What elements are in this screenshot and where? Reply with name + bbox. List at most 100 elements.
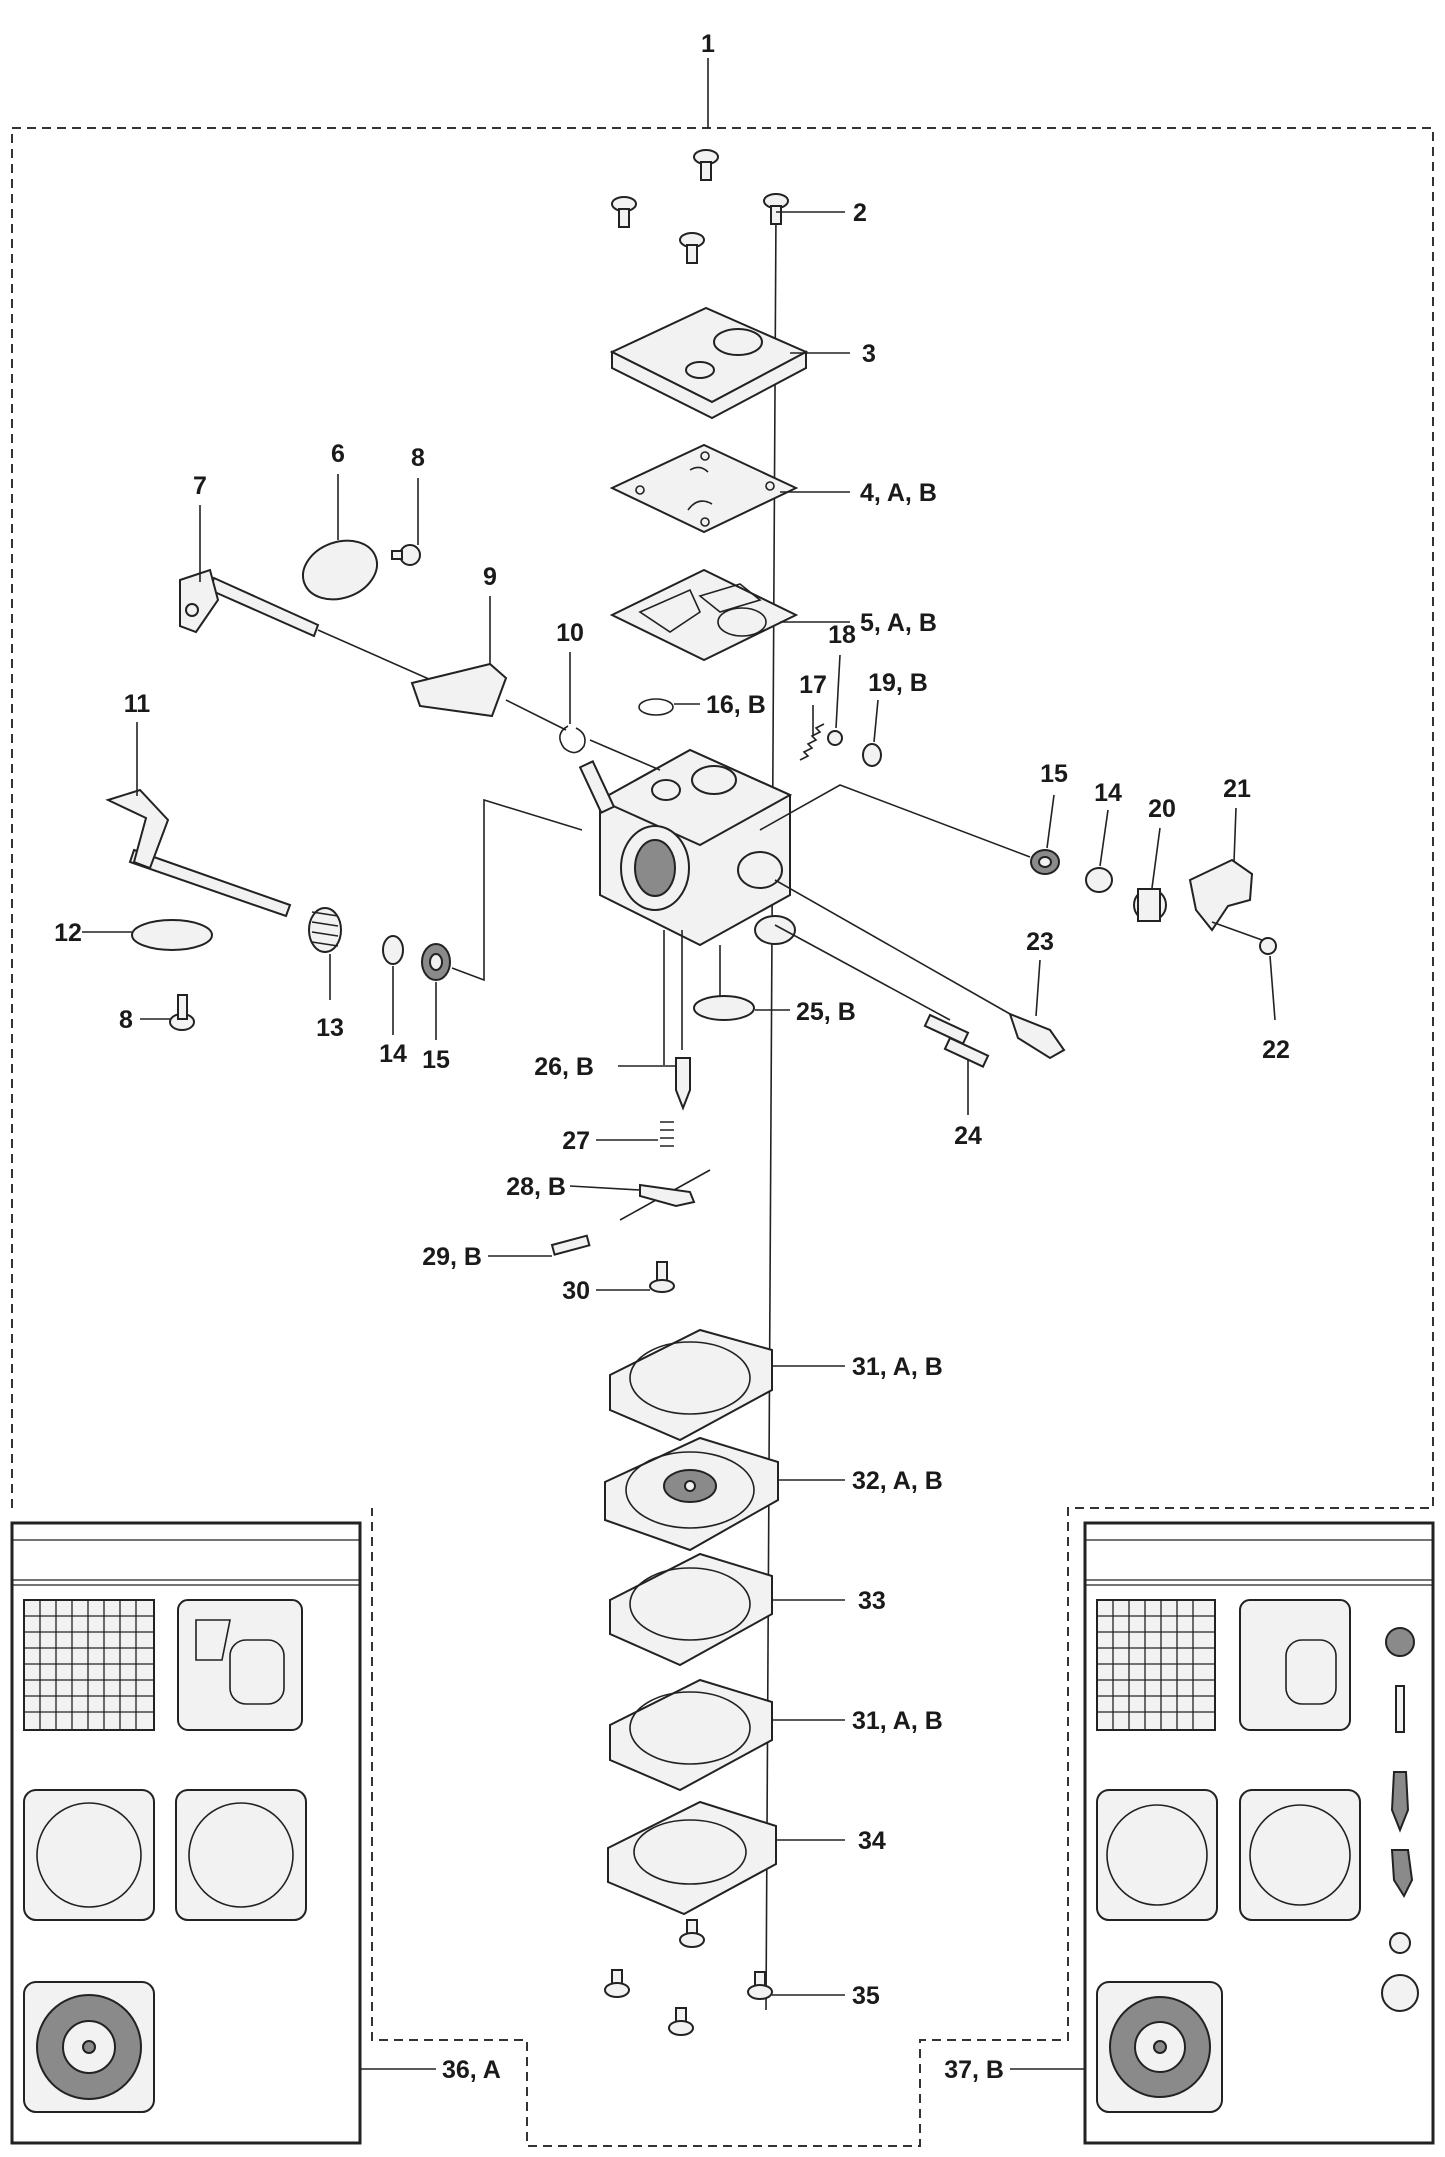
kit-box-a (10, 1521, 362, 2145)
plug-screw (1008, 1012, 1066, 1060)
callout-28: 28, B (506, 1173, 566, 1201)
pump-diaphragm (609, 443, 799, 534)
callout-8-lower: 8 (119, 1006, 133, 1034)
callout-13: 13 (316, 1014, 344, 1042)
washer-left (382, 935, 404, 965)
callout-35: 35 (852, 1982, 880, 2010)
callout-26: 26, B (534, 1053, 594, 1081)
callout-23: 23 (1026, 928, 1054, 956)
callout-15-right: 15 (1040, 760, 1068, 788)
callout-3: 3 (862, 340, 876, 368)
screw-bottom-4 (668, 2007, 694, 2036)
callout-32: 32, A, B (852, 1467, 943, 1495)
sleeve (1133, 888, 1167, 922)
inlet-needle (675, 1057, 691, 1111)
adjusting-needles (923, 1013, 990, 1068)
gasket-33 (609, 1552, 773, 1667)
callout-29: 29, B (422, 1243, 482, 1271)
kit-b-diaphragm-mesh (1096, 1599, 1216, 1731)
callout-8-upper: 8 (411, 444, 425, 472)
leader-18 (835, 654, 841, 729)
callout-9: 9 (483, 563, 497, 591)
callout-11: 11 (124, 690, 151, 718)
callout-25: 25, B (796, 998, 856, 1026)
kit-b-gasket-left (1096, 1789, 1218, 1921)
gasket-31-upper (609, 1328, 773, 1442)
leader-23 (1035, 959, 1041, 1017)
kit-a-pump-gasket (177, 1599, 303, 1731)
callout-30: 30 (562, 1277, 590, 1305)
return-spring (308, 907, 342, 953)
callout-31-lower: 31, A, B (852, 1707, 943, 1735)
kit-a-gasket-right (175, 1789, 307, 1921)
torsion-spring (559, 725, 586, 754)
screw-bottom-3 (747, 1971, 773, 2000)
kit-b-disc-small (1389, 1932, 1411, 1954)
bushing-left (421, 943, 451, 981)
lever-arm (1188, 858, 1254, 932)
leader-15-left-axis (451, 798, 583, 982)
check-ball (827, 730, 843, 746)
throttle-lever (410, 662, 508, 718)
leader-24-axis (774, 924, 951, 1021)
screw-top-3 (679, 232, 705, 264)
callout-22: 22 (1262, 1036, 1290, 1064)
small-screw (1259, 937, 1277, 955)
screw-top-1 (693, 149, 719, 181)
kit-a-metering-diaphragm (23, 1981, 155, 2113)
screw-bottom-1 (679, 1919, 705, 1948)
callout-19: 19, B (868, 669, 928, 697)
callout-17: 17 (799, 671, 827, 699)
callout-10: 10 (556, 619, 584, 647)
callout-37: 37, B (944, 2056, 1004, 2084)
needle-spring (799, 723, 825, 761)
leader-23-axis (774, 879, 1011, 1015)
kit-b-pin (1395, 1685, 1405, 1733)
callout-16: 16, B (706, 691, 766, 719)
kit-b-needle (1390, 1771, 1410, 1833)
leader-21 (1233, 807, 1237, 863)
leader-9-axis (505, 699, 567, 731)
needle-lever (639, 1183, 696, 1208)
kit-box-b (1083, 1521, 1435, 2145)
leader-20 (1151, 827, 1161, 889)
throttle-shaft (179, 568, 320, 638)
choke-valve-plate (131, 919, 213, 951)
callout-12: 12 (54, 919, 82, 947)
screw-top-2 (611, 196, 637, 228)
callout-18: 18 (828, 621, 856, 649)
callout-33: 33 (858, 1587, 886, 1615)
callout-5: 5, A, B (860, 609, 937, 637)
callout-27: 27 (562, 1127, 590, 1155)
callout-24: 24 (954, 1122, 982, 1150)
lever-screw (649, 1261, 675, 1293)
callout-31-upper: 31, A, B (852, 1353, 943, 1381)
kit-b-gasket-right (1239, 1789, 1361, 1921)
callout-20: 20 (1148, 795, 1176, 823)
plug (862, 743, 882, 767)
callout-21: 21 (1223, 775, 1251, 803)
screw-top-4 (763, 193, 789, 225)
gasket-31-lower (609, 1678, 773, 1792)
callout-4: 4, A, B (860, 479, 937, 507)
callout-14-right: 14 (1094, 779, 1122, 807)
pump-gasket (609, 568, 799, 662)
callout-1: 1 (701, 30, 715, 58)
throttle-valve-plate (302, 539, 378, 601)
leader-19 (873, 699, 879, 743)
leader-28 (569, 1185, 641, 1191)
kit-b-screen (1385, 1627, 1415, 1657)
needle-spring-small (660, 1121, 674, 1147)
kit-a-diaphragm-mesh (23, 1599, 155, 1731)
leader-22-axis (1211, 921, 1263, 941)
o-ring (638, 698, 674, 716)
lever-pin (550, 1234, 591, 1256)
valve-screw-upper (391, 544, 421, 566)
assembly-boundary (11, 127, 1434, 2147)
kit-b-lever (1390, 1849, 1414, 1899)
callout-6: 6 (331, 440, 345, 468)
choke-shaft (105, 788, 292, 918)
pump-cover (609, 306, 809, 420)
kit-b-metering-diaphragm (1096, 1981, 1223, 2113)
